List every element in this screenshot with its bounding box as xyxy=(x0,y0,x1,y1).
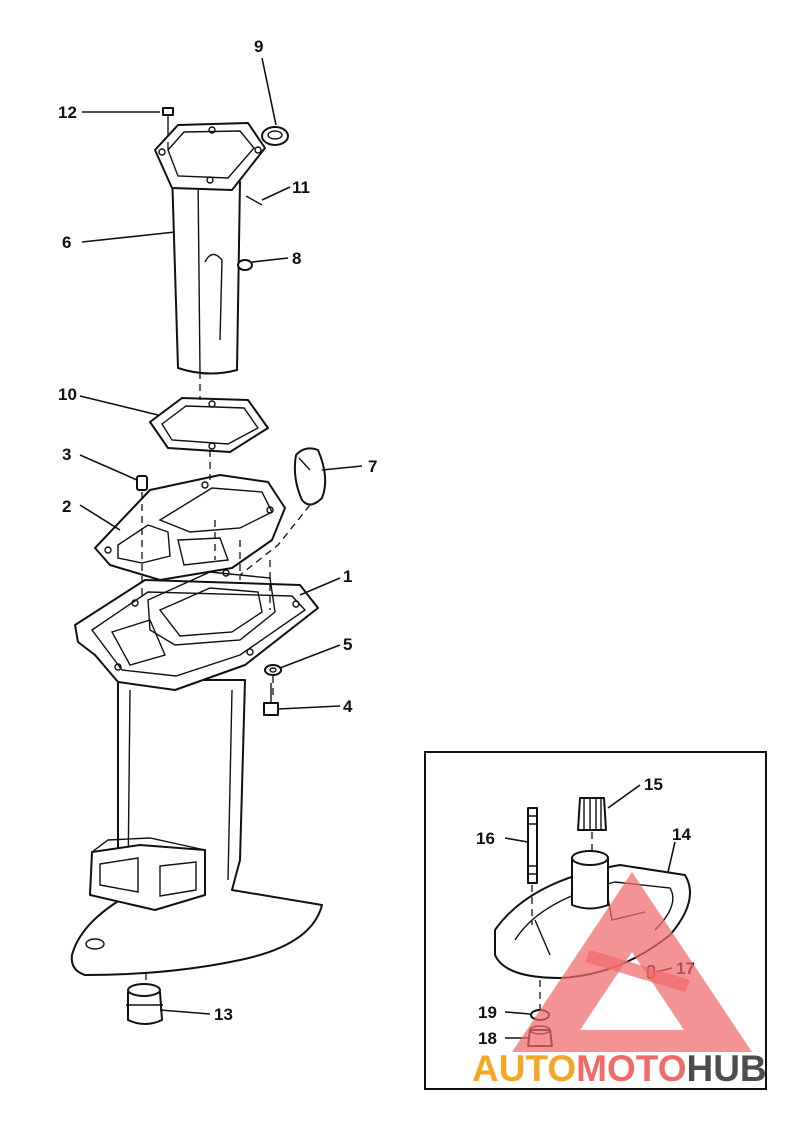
driveshaft-housing xyxy=(70,679,323,976)
callout-3: 3 xyxy=(62,445,71,464)
watermark-logo: AUTOMOTOHUB xyxy=(472,872,767,1089)
plug-8 xyxy=(237,259,253,271)
callout-15: 15 xyxy=(644,775,663,794)
callout-2: 2 xyxy=(62,497,71,516)
callout-1: 1 xyxy=(343,567,352,586)
bolt-4 xyxy=(263,683,279,716)
callout-4: 4 xyxy=(343,697,353,716)
fitting-13 xyxy=(126,983,163,1025)
plate-7 xyxy=(293,447,327,506)
exhaust-tube xyxy=(154,122,266,375)
watermark-stripe-icon xyxy=(585,950,690,992)
callout-19: 19 xyxy=(478,1003,497,1022)
watermark-triangle-icon xyxy=(512,872,752,1052)
watermark-hub: HUB xyxy=(686,1048,766,1089)
watermark-auto: AUTO xyxy=(472,1048,576,1089)
callout-10: 10 xyxy=(58,385,77,404)
callout-6: 6 xyxy=(62,233,71,252)
dowel-pin-3 xyxy=(136,475,148,491)
callout-11: 11 xyxy=(292,178,310,197)
watermark-moto: MOTO xyxy=(576,1048,686,1089)
callout-12: 12 xyxy=(58,103,77,122)
svg-text:AUTOMOTOHUB: AUTOMOTOHUB xyxy=(472,1048,767,1089)
callout-14: 14 xyxy=(672,825,691,844)
gasket-10 xyxy=(149,397,269,453)
callout-9: 9 xyxy=(254,37,263,56)
leader-lines xyxy=(79,57,363,1015)
callout-13: 13 xyxy=(214,1005,233,1024)
screw-12 xyxy=(162,107,174,130)
gasket-2 xyxy=(94,474,286,581)
adapter-plate xyxy=(74,569,319,691)
washer-5 xyxy=(264,664,282,676)
callout-7: 7 xyxy=(368,457,377,476)
callout-18: 18 xyxy=(478,1029,497,1048)
assembly-lines xyxy=(141,130,311,980)
callout-8: 8 xyxy=(292,249,301,268)
grommet xyxy=(261,126,289,146)
pin-11 xyxy=(245,195,263,206)
callout-5: 5 xyxy=(343,635,352,654)
callout-16: 16 xyxy=(476,829,495,848)
